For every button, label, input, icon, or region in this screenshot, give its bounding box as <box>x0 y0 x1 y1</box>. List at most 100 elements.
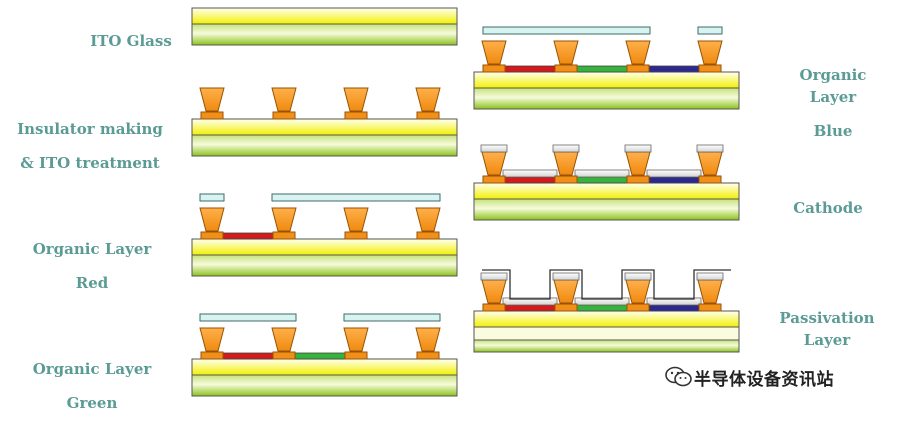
step-organic-red <box>191 193 458 277</box>
step-label-organic-red: Red <box>75 274 109 292</box>
glass-substrate <box>191 23 458 46</box>
insulator-funnel <box>481 40 507 65</box>
step-label-passivation: Layer <box>803 331 851 349</box>
glass-substrate <box>473 87 740 110</box>
insulator-base <box>272 111 296 120</box>
shadow-mask <box>271 193 441 202</box>
insulator-base <box>200 231 224 240</box>
insulator-base <box>554 64 578 73</box>
insulator-base <box>554 303 578 312</box>
insulator-base <box>626 303 650 312</box>
glass-substrate <box>191 254 458 277</box>
insulator-funnel <box>481 151 507 176</box>
step-label-organic-blue: Organic <box>799 66 867 84</box>
step-organic-green <box>191 313 458 397</box>
insulator-base <box>554 175 578 184</box>
cathode-cap <box>574 169 630 178</box>
ito-layer <box>473 71 740 89</box>
ito-layer <box>191 358 458 376</box>
step-insulator <box>191 87 458 157</box>
organic-red <box>504 176 556 184</box>
insulator-base <box>626 64 650 73</box>
insulator-funnel <box>271 207 297 232</box>
insulator-funnel <box>415 87 441 112</box>
wechat-icon <box>665 366 692 387</box>
ito-layer <box>191 238 458 256</box>
organic-green <box>294 352 346 360</box>
step-cathode <box>473 144 740 221</box>
insulator-base <box>416 231 440 240</box>
step-label-organic-green: Organic Layer <box>32 360 152 378</box>
insulator-funnel <box>625 40 651 65</box>
insulator-funnel <box>199 207 225 232</box>
organic-green <box>576 304 628 312</box>
organic-red <box>504 65 556 73</box>
glass-substrate <box>473 198 740 221</box>
insulator-base <box>482 175 506 184</box>
cathode-cap <box>624 272 652 281</box>
insulator-base <box>200 351 224 360</box>
step-label-organic-red: Organic Layer <box>32 240 152 258</box>
cathode-cap <box>502 169 558 178</box>
insulator-funnel <box>343 87 369 112</box>
cathode-cap <box>696 144 724 153</box>
insulator-funnel <box>553 151 579 176</box>
step-organic-blue <box>473 26 740 110</box>
insulator-base <box>272 351 296 360</box>
insulator-funnel <box>271 327 297 352</box>
insulator-funnel <box>343 327 369 352</box>
cathode-cap <box>624 144 652 153</box>
watermark-text: 半导体设备资讯站 <box>694 369 834 390</box>
ito-layer <box>191 118 458 136</box>
shadow-mask <box>697 26 723 35</box>
insulator-funnel <box>343 207 369 232</box>
insulator-funnel <box>199 327 225 352</box>
shadow-mask <box>199 193 225 202</box>
step-label-insulator: Insulator making <box>17 120 163 138</box>
step-label-passivation: Passivation <box>779 309 875 327</box>
insulator-base <box>482 303 506 312</box>
insulator-base <box>344 351 368 360</box>
insulator-base <box>416 351 440 360</box>
glass-substrate <box>473 339 740 353</box>
step-label-insulator: & ITO treatment <box>20 154 160 172</box>
organic-green <box>576 176 628 184</box>
insulator-base <box>200 111 224 120</box>
cathode-cap <box>696 272 724 281</box>
organic-blue <box>648 65 700 73</box>
cathode-cap <box>552 144 580 153</box>
step-label-organic-green: Green <box>66 394 118 412</box>
insulator-base <box>698 175 722 184</box>
cathode-cap <box>574 297 630 306</box>
cathode-cap <box>480 272 508 281</box>
cathode-cap <box>552 272 580 281</box>
insulator-base <box>344 231 368 240</box>
step-label-ito-glass: ITO Glass <box>90 32 172 50</box>
shadow-mask <box>343 313 441 322</box>
step-ito-glass <box>191 7 458 46</box>
organic-green <box>576 65 628 73</box>
insulator-funnel <box>697 40 723 65</box>
step-label-organic-blue: Blue <box>813 122 853 140</box>
shadow-mask <box>482 26 651 35</box>
step-passivation <box>473 269 740 353</box>
watermark: 半导体设备资讯站 <box>664 362 834 392</box>
organic-blue <box>648 176 700 184</box>
cathode-cap <box>646 297 702 306</box>
insulator-base <box>626 175 650 184</box>
insulator-base <box>272 231 296 240</box>
shadow-mask <box>199 313 297 322</box>
insulator-funnel <box>199 87 225 112</box>
insulator-base <box>482 64 506 73</box>
insulator-funnel <box>697 151 723 176</box>
organic-red <box>222 352 274 360</box>
glass-substrate <box>191 374 458 397</box>
insulator-funnel <box>697 279 723 304</box>
insulator-funnel <box>553 40 579 65</box>
glass-substrate <box>191 134 458 157</box>
insulator-funnel <box>625 279 651 304</box>
insulator-funnel <box>553 279 579 304</box>
passivation-outline <box>482 269 731 300</box>
